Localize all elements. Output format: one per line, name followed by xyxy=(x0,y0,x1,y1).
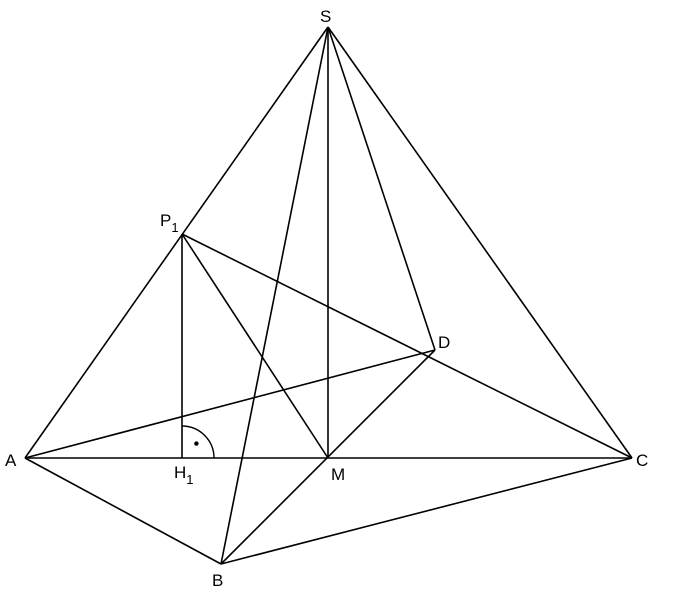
label-A: A xyxy=(5,451,17,470)
segment-S-C xyxy=(327,26,633,459)
label-M: M xyxy=(331,465,345,484)
segment-S-D xyxy=(327,26,436,351)
segment-P1-C xyxy=(181,233,633,459)
segments xyxy=(24,26,633,565)
label-S: S xyxy=(320,7,331,26)
segment-P1-M xyxy=(181,233,329,459)
segment-S-A xyxy=(24,26,329,459)
segment-A-B xyxy=(24,457,222,565)
label-P1: P1 xyxy=(160,211,179,235)
label-D: D xyxy=(438,333,450,352)
label-C: C xyxy=(636,451,648,470)
vertex-labels: S P1 A H1 M D C B xyxy=(5,7,648,590)
segment-S-B xyxy=(220,26,329,565)
label-B: B xyxy=(212,571,223,590)
segment-B-C xyxy=(220,457,633,565)
label-H1: H1 xyxy=(174,463,194,487)
right-angle-dot xyxy=(194,441,199,446)
segment-A-D xyxy=(24,349,436,459)
right-angle-marker xyxy=(181,425,215,459)
right-angle-arc xyxy=(181,425,215,459)
